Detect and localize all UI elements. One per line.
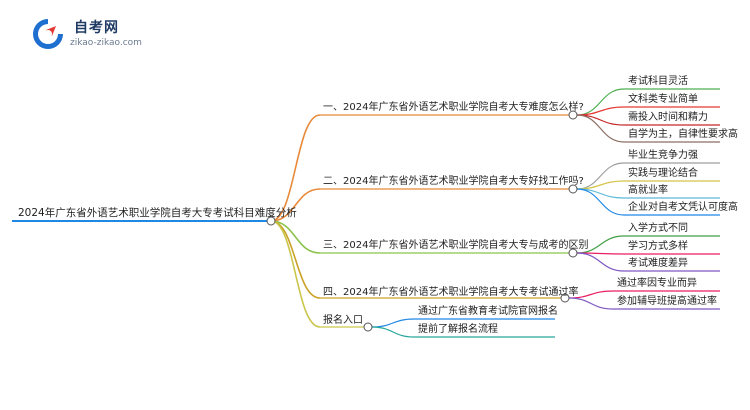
root-node [266,216,276,226]
branch-4-connector [270,220,321,299]
branch-1-child-4: 自学为主，自律性要求高 [628,129,738,140]
branch-1-child-1: 考试科目灵活 [628,76,688,87]
branch-5-label: 报名入口 [323,315,363,326]
branch-1-child-4-connector [576,114,625,143]
logo-domain: zikao-zikao.com [70,38,142,48]
branch-4-child-1: 通过率因专业而异 [617,278,697,289]
branch-3-child-3: 考试难度差异 [628,258,688,269]
branch-1-node [568,110,578,120]
branch-3-child-1: 入学方式不同 [628,223,688,234]
branch-5-child-1: 通过广东省教育考试院官网报名 [418,306,558,317]
branch-1-label: 一、2024年广东省外语艺术职业学院自考大专难度怎么样? [323,102,584,113]
branch-4-label: 四、2024年广东省外语艺术职业学院自考大专考试通过率 [323,287,579,298]
branch-2-child-4: 企业对自考文凭认可度高 [628,202,738,213]
branch-2-label: 二、2024年广东省外语艺术职业学院自考大专好找工作吗? [323,176,584,187]
branch-2-connector [270,188,321,222]
branch-5-connector [270,220,321,328]
branch-5-child-2-connector [371,326,415,338]
branch-4-child-2-connector [568,297,614,310]
branch-2-child-3: 高就业率 [628,185,668,196]
branch-3-label: 三、2024年广东省外语艺术职业学院自考大专与成考的区别 [323,240,589,251]
branch-5-child-2: 提前了解报名流程 [418,324,498,335]
branch-3-node [568,248,578,258]
branch-2-node [568,184,578,194]
root-topic: 2024年广东省外语艺术职业学院自考大专考试科目难度分析 [18,207,297,219]
branch-2-child-2: 实践与理论结合 [628,168,698,179]
branch-1-child-2: 文科类专业简单 [628,94,698,105]
branch-5-child-1-connector [371,318,415,328]
branch-5-node [363,322,373,332]
branch-4-child-2: 参加辅导班提高通过率 [617,296,717,307]
branch-2-child-4-connector [576,188,625,216]
branch-4-node [560,293,570,303]
logo-title: 自考网 [74,20,119,36]
branch-2-child-1: 毕业生竞争力强 [628,150,698,161]
branch-1-child-3: 需投入时间和精力 [628,112,708,123]
branch-1-connector [270,114,321,222]
site-logo[interactable]: 自考网 zikao-zikao.com [30,14,160,54]
zikao-logo-icon [33,19,63,49]
branch-3-child-2: 学习方式多样 [628,241,688,252]
branch-3-child-3-connector [576,252,625,272]
